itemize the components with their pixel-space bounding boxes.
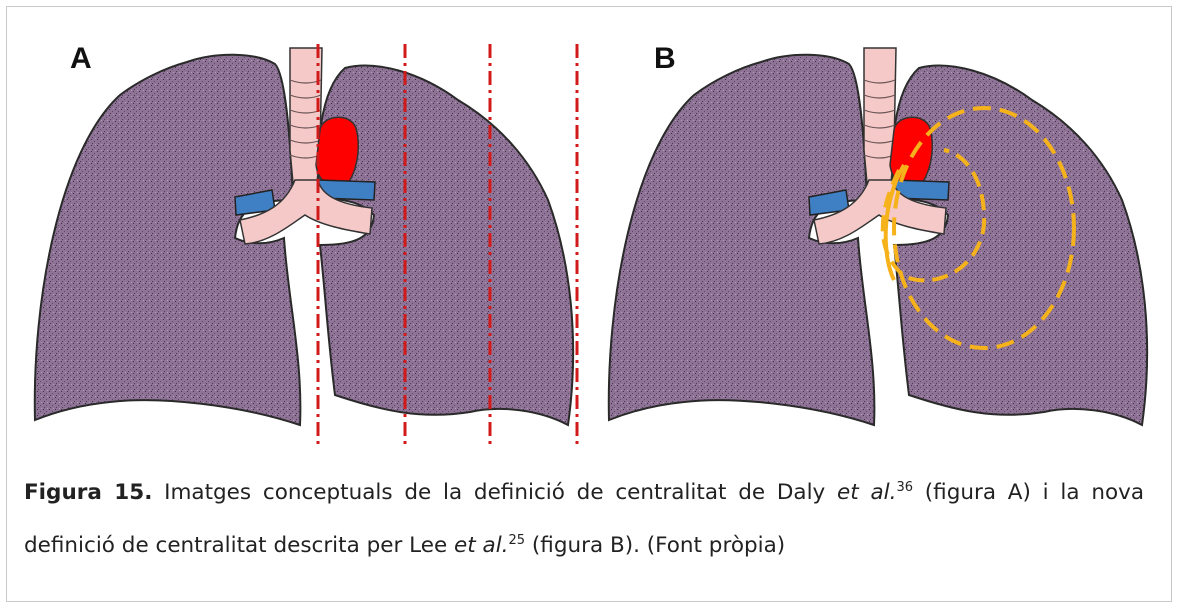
caption-text-3: (figura B). (Font pròpia) (525, 533, 785, 558)
caption-label: Figura 15. (24, 480, 152, 505)
caption-ref-1: 36 (896, 480, 913, 495)
lung-illustration: A B (0, 0, 1181, 460)
panel-a: A (35, 42, 577, 448)
caption-etal-2: et al. (454, 533, 508, 558)
caption-text-1: Imatges conceptuals de la definició de c… (152, 480, 837, 505)
caption-ref-2: 25 (509, 533, 526, 548)
panel-a-letter: A (70, 42, 92, 75)
panel-b: B (609, 42, 1147, 425)
panel-b-letter: B (654, 42, 676, 75)
figure-caption: Figura 15. Imatges conceptuals de la def… (24, 466, 1144, 572)
caption-etal-1: et al. (837, 480, 896, 505)
